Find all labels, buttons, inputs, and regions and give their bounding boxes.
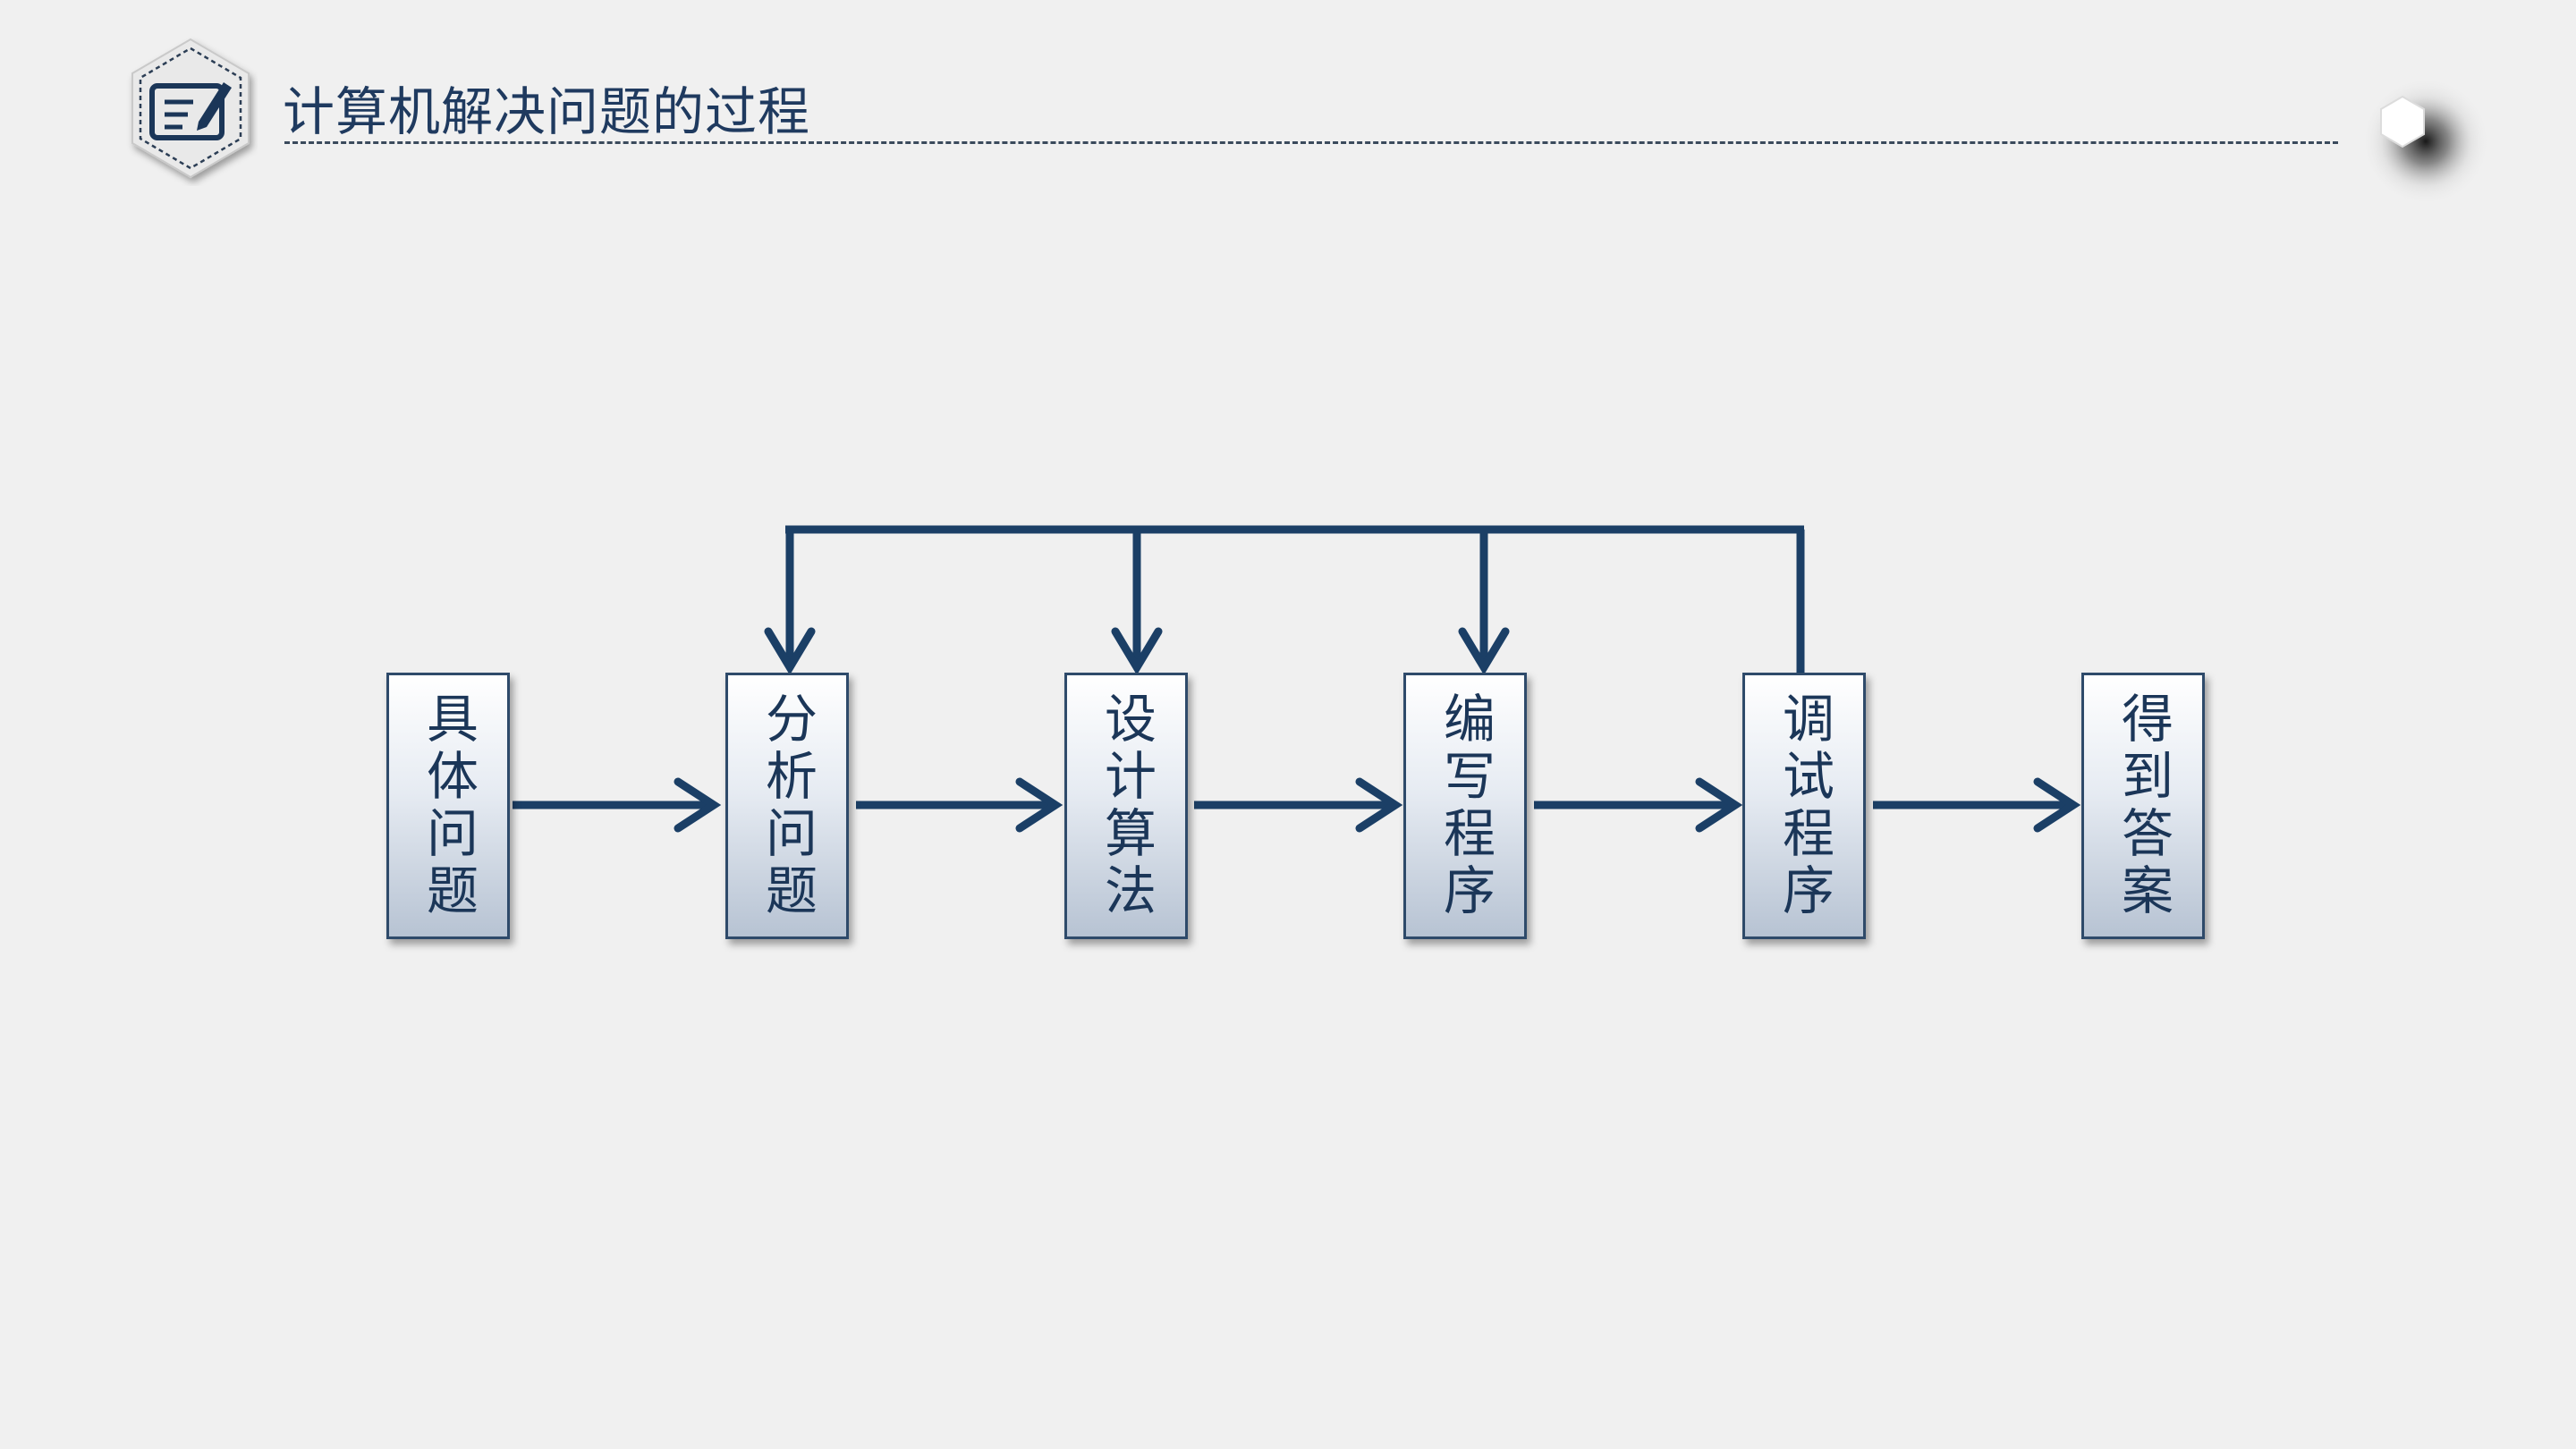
step-box-get-answer: 得到答案 xyxy=(2081,673,2205,939)
step-label: 编写程序 xyxy=(1435,691,1496,920)
title-divider xyxy=(284,141,2338,144)
step-box-debug-program: 调试程序 xyxy=(1742,673,1866,939)
arrow-s3-s4 xyxy=(1194,777,1403,833)
step-label: 得到答案 xyxy=(2113,691,2174,920)
step-label: 分析问题 xyxy=(757,691,818,920)
arrow-s5-s6 xyxy=(1873,777,2081,833)
page-title: 计算机解决问题的过程 xyxy=(283,81,811,142)
feedback-loop xyxy=(764,525,1805,675)
arrow-s4-s5 xyxy=(1534,777,1743,833)
arrow-s2-s3 xyxy=(856,777,1063,833)
step-box-specific-problem: 具体问题 xyxy=(386,673,510,939)
step-box-design-algorithm: 设计算法 xyxy=(1064,673,1188,939)
step-label: 调试程序 xyxy=(1774,691,1835,920)
step-box-write-program: 编写程序 xyxy=(1403,673,1527,939)
note-edit-icon xyxy=(131,38,250,179)
step-label: 具体问题 xyxy=(418,691,479,920)
step-box-analyze-problem: 分析问题 xyxy=(725,673,849,939)
hexagon-decoration-icon xyxy=(2361,77,2487,206)
arrow-s1-s2 xyxy=(513,777,722,833)
step-label: 设计算法 xyxy=(1096,691,1157,920)
